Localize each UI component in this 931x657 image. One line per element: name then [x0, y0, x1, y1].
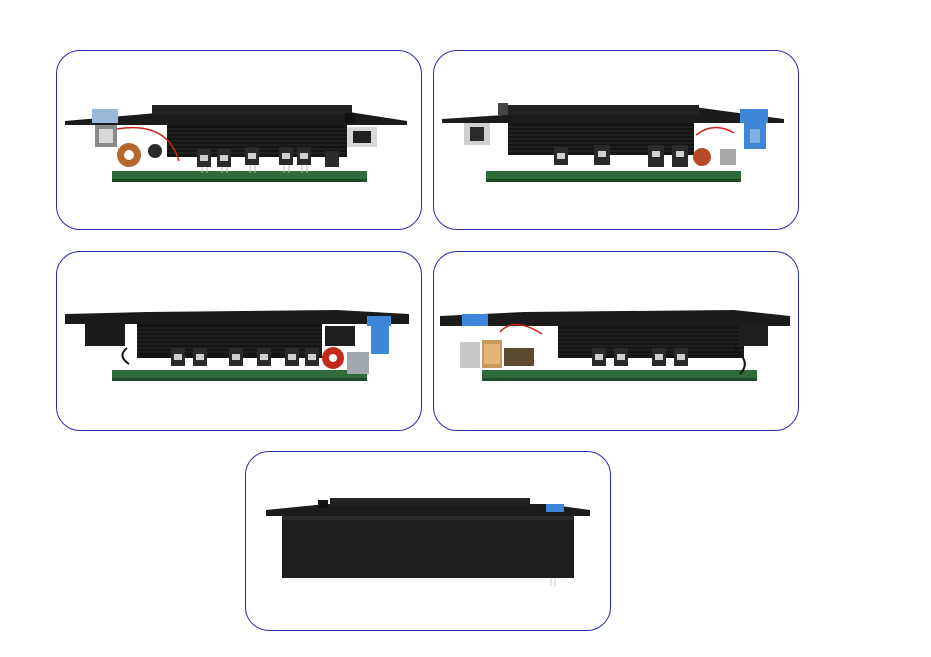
product-photo-card-5[interactable]: [245, 451, 611, 631]
amplifier-board-image: [65, 105, 407, 182]
product-photo-card-2[interactable]: [433, 50, 799, 230]
product-photo-card-1[interactable]: [56, 50, 422, 230]
amplifier-board-image: [65, 310, 409, 381]
amplifier-board-image: [266, 498, 590, 586]
amplifier-board-image: [442, 103, 784, 182]
amplifier-board-image: [440, 310, 790, 381]
product-photo-card-3[interactable]: [56, 251, 422, 431]
product-photo-card-4[interactable]: [433, 251, 799, 431]
